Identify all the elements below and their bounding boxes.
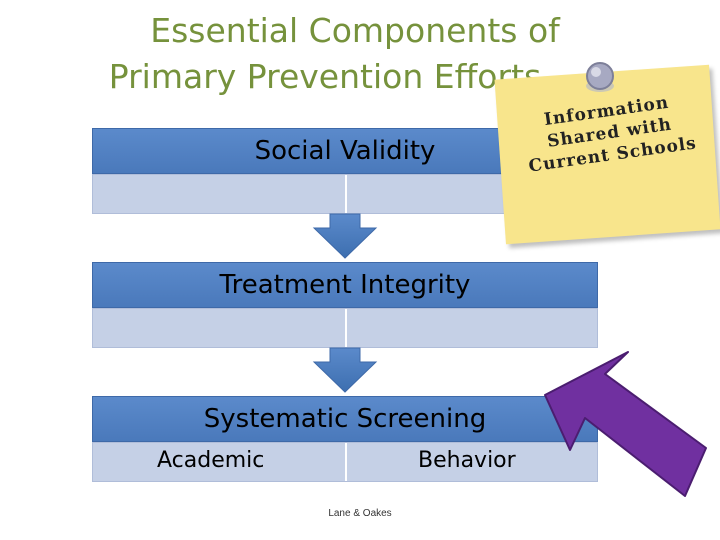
pointer-arrow	[544, 351, 707, 497]
down-arrow-2	[312, 347, 378, 393]
row-divider	[345, 309, 347, 347]
slide-title-line-1: Essential Components of	[150, 11, 560, 50]
row-divider	[345, 443, 347, 481]
slide-title-line-2: Primary Prevention Efforts	[108, 57, 542, 96]
box-treatment-integrity-row	[92, 308, 598, 348]
row-divider	[345, 175, 347, 213]
box-systematic-screening-row	[92, 442, 598, 482]
down-arrow-1	[312, 213, 378, 259]
box-social-validity-label: Social Validity	[254, 136, 436, 166]
box-systematic-screening: Systematic Screening	[92, 396, 598, 442]
slide-title: Essential Components of Primary Preventi…	[0, 8, 720, 100]
box-systematic-screening-label: Systematic Screening	[203, 404, 487, 434]
screening-behavior: Behavior	[418, 448, 516, 473]
box-treatment-integrity: Treatment Integrity	[92, 262, 598, 308]
screening-academic: Academic	[157, 448, 265, 473]
push-pin-icon	[586, 62, 614, 92]
box-treatment-integrity-label: Treatment Integrity	[219, 270, 471, 300]
credit-text: Lane & Oakes	[328, 508, 392, 519]
